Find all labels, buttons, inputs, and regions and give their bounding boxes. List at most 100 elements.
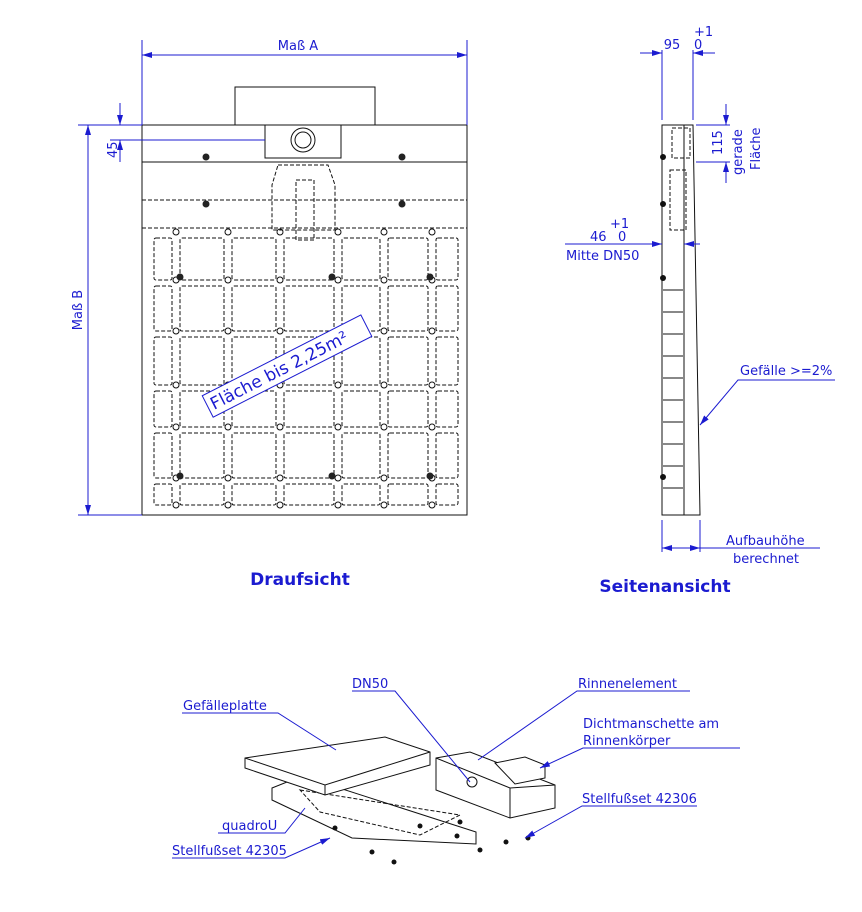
stellfuss-foot: [391, 859, 397, 865]
adjustable-foot: [176, 273, 184, 281]
adjustable-foot: [426, 273, 434, 281]
grid-cell: [387, 237, 429, 281]
dn50-outlet-circle: [290, 127, 316, 153]
drain-outlet: [264, 124, 342, 159]
gefaelleplatte: [244, 736, 431, 796]
dn50-pipe: [466, 776, 478, 788]
grid-hole: [172, 423, 180, 431]
adjustable-foot: [398, 153, 406, 161]
grid-cell: [341, 390, 381, 428]
grid-cell: [435, 432, 459, 479]
grid-cell: [387, 432, 429, 479]
label-gefaelle: Gefälle >=2%: [740, 364, 832, 379]
grid-hole: [276, 327, 284, 335]
grid-hole: [380, 381, 388, 389]
grid-cell: [283, 432, 335, 479]
drain-body-outline: [234, 86, 376, 126]
dim-45: 45: [106, 141, 121, 158]
grid-cell: [153, 432, 173, 479]
adjustable-foot: [398, 200, 406, 208]
grid-hole: [380, 276, 388, 284]
grid-hole: [224, 276, 232, 284]
label-dichtmanschette-1: Dichtmanschette am: [583, 717, 719, 732]
grid-cell: [231, 432, 277, 479]
label-berechnet: berechnet: [733, 552, 799, 567]
grid-hole: [428, 423, 436, 431]
grid-hole: [172, 501, 180, 509]
grid-cell: [435, 285, 459, 332]
tol2-0: 0: [618, 230, 626, 245]
grid-cell: [387, 336, 429, 386]
plate-outline: [141, 124, 468, 516]
grid-hole: [224, 327, 232, 335]
grid-cell: [231, 483, 277, 506]
grid-hole: [428, 381, 436, 389]
adjustable-foot: [202, 200, 210, 208]
side-view: 95 +1 0 115 gerade Fläche 46 +1 0 Mitte …: [565, 25, 835, 597]
grid-cell: [387, 483, 429, 506]
grid-hole: [224, 501, 232, 509]
label-aufbauhoehe: Aufbauhöhe: [726, 534, 805, 549]
grid-hole: [428, 327, 436, 335]
exploded-view: Gefälleplatte DN50 Rinnenelement Dichtma…: [172, 677, 740, 865]
tol-0: 0: [694, 38, 702, 53]
label-dn50: DN50: [352, 677, 388, 692]
side-profile: [661, 124, 701, 516]
grid-cell: [179, 237, 225, 281]
grid-cell: [153, 285, 173, 332]
label-rinnenelement: Rinnenelement: [578, 677, 677, 692]
grid-cell: [283, 285, 335, 332]
adjustable-foot: [202, 153, 210, 161]
label-flaeche: Fläche: [749, 128, 764, 170]
adjustable-foot: [426, 472, 434, 480]
grid-cell: [231, 237, 277, 281]
grid-hole: [224, 423, 232, 431]
dim-115: 115: [711, 130, 726, 155]
stellfuss-foot: [454, 833, 460, 839]
grid-cell: [153, 483, 173, 506]
stellfuss-foot: [369, 849, 375, 855]
grid-cell: [153, 390, 173, 428]
grid-hole: [224, 474, 232, 482]
grid-cell: [179, 285, 225, 332]
grid-cell: [179, 432, 225, 479]
top-view: Maß A Maß B 45 Fläche bis 2,25m² Draufsi…: [71, 39, 468, 590]
grid-cell: [387, 285, 429, 332]
stellfuss-foot: [332, 825, 338, 831]
stellfuss-foot: [417, 823, 423, 829]
grid-cell: [153, 336, 173, 386]
label-gefaelleplatte: Gefälleplatte: [183, 699, 267, 714]
grid-hole: [428, 228, 436, 236]
adjustable-foot: [328, 273, 336, 281]
grid-hole: [380, 501, 388, 509]
dim-mass-a: Maß A: [278, 39, 319, 54]
grid-hole: [172, 381, 180, 389]
grid-hole: [276, 474, 284, 482]
grid-cell: [179, 336, 225, 386]
adjustable-foot: [328, 472, 336, 480]
grid-cell: [153, 237, 173, 281]
grid-cell: [435, 483, 459, 506]
label-stellfuss-42305: Stellfußset 42305: [172, 844, 287, 859]
dim-95: 95: [664, 38, 681, 53]
grid-cell: [179, 483, 225, 506]
adjustable-foot: [176, 472, 184, 480]
stellfuss-foot: [503, 839, 509, 845]
dim-46: 46: [590, 230, 607, 245]
grid-cell: [283, 483, 335, 506]
area-label: Fläche bis 2,25m²: [201, 314, 373, 418]
title-draufsicht: Draufsicht: [250, 570, 350, 590]
grid-hole: [334, 501, 342, 509]
label-stellfuss-42306: Stellfußset 42306: [582, 792, 697, 807]
svg-text:Fläche bis 2,25m²: Fläche bis 2,25m²: [207, 328, 351, 415]
grid-cell: [341, 237, 381, 281]
rinnenelement: [435, 751, 556, 819]
dim-mass-b: Maß B: [71, 290, 86, 330]
grid-cell: [435, 390, 459, 428]
grid-hole: [172, 327, 180, 335]
grid-cell: [341, 432, 381, 479]
grid-cell: [341, 483, 381, 506]
grid-hole: [276, 423, 284, 431]
tol-plus-1: +1: [694, 25, 713, 40]
